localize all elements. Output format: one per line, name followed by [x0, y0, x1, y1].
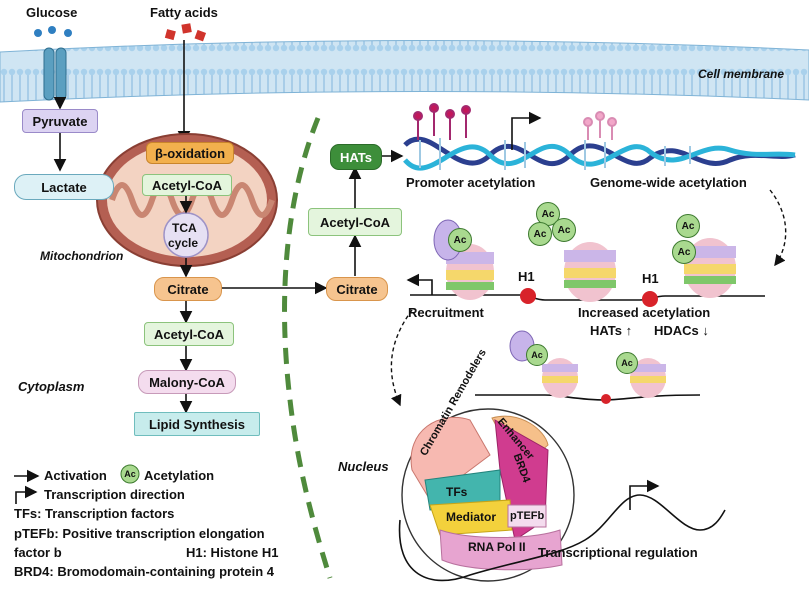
tss-arrow-recruitment	[406, 273, 433, 295]
mitochondrion	[96, 133, 278, 267]
lactate-box: Lactate	[14, 174, 114, 200]
lipid-synthesis-box: Lipid Synthesis	[134, 412, 260, 436]
acetyl-coa-mito-box: Acetyl-CoA	[142, 174, 232, 196]
glucose-dots	[34, 26, 72, 37]
malony-coa-box: Malony-CoA	[138, 370, 236, 394]
legend-ptefb-2: factor b	[14, 545, 62, 560]
ac-marker-6: Ac	[672, 240, 696, 264]
h1-dot-right	[642, 291, 658, 307]
transcription-complex	[410, 415, 563, 571]
dashed-curve-left	[390, 309, 413, 407]
small-nucleosome-1	[509, 330, 578, 398]
ac-marker-1: Ac	[448, 228, 472, 252]
legend-brd4: BRD4: Bromodomain-containing protein 4	[14, 564, 274, 579]
h1-right-label: H1	[642, 271, 659, 286]
cell-membrane	[0, 39, 809, 103]
tss-arrow-top	[511, 111, 542, 150]
citrate-right-box: Citrate	[326, 277, 388, 301]
tfs-label: TFs	[446, 485, 468, 499]
hats-up-label: HATs ↑	[590, 323, 633, 338]
glucose-transporter	[43, 47, 67, 101]
promoter-acetylation-label: Promoter acetylation	[406, 175, 536, 190]
nucleosome-3	[684, 238, 736, 298]
transcribed-dna	[398, 494, 726, 582]
ac-marker-8: Ac	[616, 352, 638, 374]
mitochondrion-label: Mitochondrion	[40, 249, 124, 263]
acetyl-coa-bottom-box: Acetyl-CoA	[144, 322, 234, 346]
ac-marker-4: Ac	[552, 218, 576, 242]
cell-membrane-label: Cell membrane	[698, 67, 785, 81]
glucose-label: Glucose	[26, 5, 78, 20]
mediator-label: Mediator	[446, 510, 497, 524]
genome-acetyl-marks	[583, 111, 617, 140]
legend-ptefb-1: pTEFb: Positive transcription elongation	[14, 526, 265, 541]
ac-marker-5: Ac	[676, 214, 700, 238]
promoter-acetyl-marks	[413, 103, 471, 140]
transcriptional-regulation-label: Transcriptional regulation	[538, 545, 698, 560]
citrate-left-box: Citrate	[154, 277, 222, 301]
nuclear-envelope	[282, 117, 333, 579]
hats-box: HATs	[330, 144, 382, 170]
legend-transcription-direction: Transcription direction	[44, 487, 185, 502]
beta-oxidation-box: β-oxidation	[146, 142, 234, 164]
increased-acetylation-label: Increased acetylation	[578, 305, 711, 320]
recruitment-label: Recruitment	[408, 305, 484, 320]
h1-dot-left	[520, 288, 536, 304]
fatty-acids-label: Fatty acids	[150, 5, 218, 20]
nucleus-label: Nucleus	[338, 459, 389, 474]
rna-pol-label: RNA Pol II	[468, 540, 526, 554]
dna-rungs	[419, 138, 691, 170]
cycle-label: cycle	[168, 236, 199, 250]
acetyl-coa-right-box: Acetyl-CoA	[308, 208, 402, 236]
transcription-complex-outline	[401, 408, 575, 582]
legend-acetylation: Acetylation	[144, 468, 215, 483]
ac-marker-7: Ac	[526, 344, 548, 366]
h1-left-label: H1	[518, 269, 535, 284]
tca-label: TCA	[172, 221, 197, 235]
ac-marker-3: Ac	[528, 222, 552, 246]
legend-h1: H1: Histone H1	[186, 545, 279, 560]
legend-ac-marker: Ac	[124, 469, 136, 479]
cytoplasm-label: Cytoplasm	[18, 379, 85, 394]
ptefb-label: pTEFb	[510, 510, 545, 522]
fatty-acid-squares	[164, 23, 207, 42]
small-nucleosome-2	[630, 358, 666, 398]
legend-activation: Activation	[44, 468, 107, 483]
genome-wide-acetylation-label: Genome-wide acetylation	[590, 175, 747, 190]
hdacs-down-label: HDACs ↓	[654, 323, 709, 338]
tss-arrow-bottom	[629, 479, 660, 510]
legend-tfs: TFs: Transcription factors	[14, 506, 175, 521]
dna-helix	[403, 136, 796, 171]
pyruvate-box: Pyruvate	[22, 109, 98, 133]
dashed-curve-right	[769, 189, 787, 267]
nucleosome-2	[564, 242, 616, 302]
